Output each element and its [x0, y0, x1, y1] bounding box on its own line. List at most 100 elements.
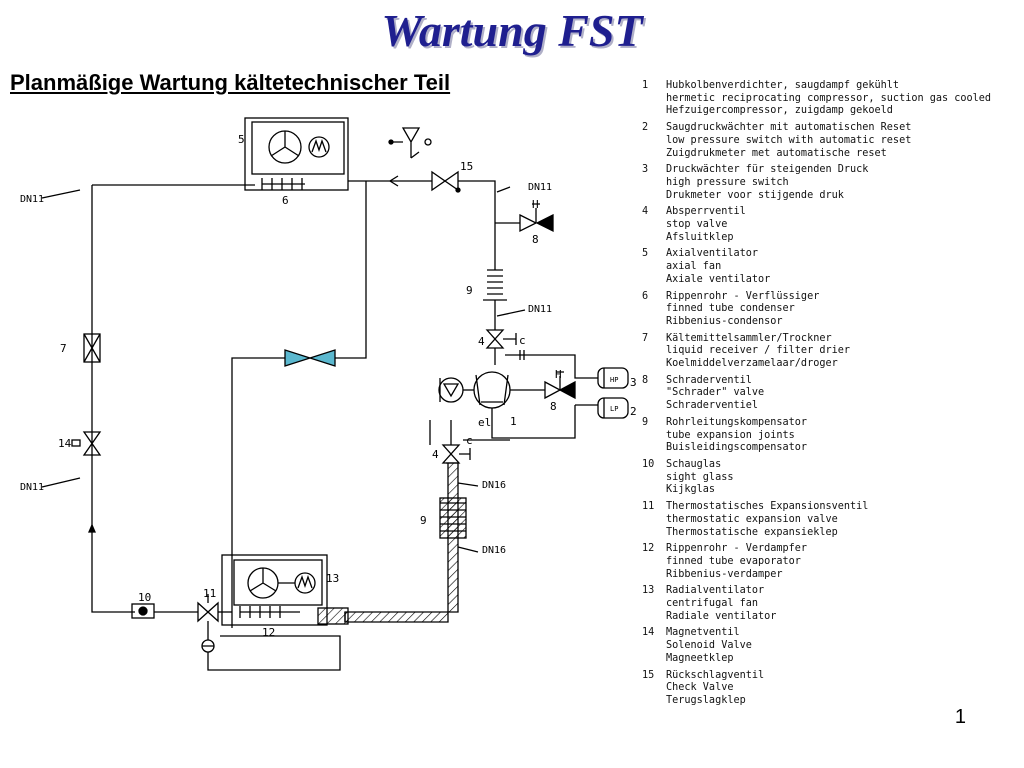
legend-line: Afsluitklep: [666, 231, 734, 243]
legend-line: finned tube condenser: [666, 303, 795, 315]
legend-line: Thermostatisches Expansionsventil: [666, 501, 869, 513]
legend-line: Hefzuigercompressor, zuigdamp gekoeld: [666, 105, 893, 117]
ref-h-top: H: [532, 198, 539, 211]
axial-fan-box: [251, 121, 345, 175]
legend-line: Koelmiddelverzamelaar/droger: [666, 358, 838, 370]
legend-line: Zuigdrukmeter met automatische reset: [666, 147, 887, 159]
ref-el: el: [478, 416, 491, 429]
stop-valve-icon-2: [441, 444, 471, 464]
legend-item-number: 9: [642, 416, 649, 428]
ref-15: 15: [460, 160, 473, 173]
legend-line: "Schrader" valve: [666, 387, 765, 399]
legend-item-number: 12: [642, 543, 655, 555]
ref-11: 11: [203, 587, 216, 600]
legend-line: Radialventilator: [666, 585, 765, 597]
legend-line: high pressure switch: [666, 176, 789, 188]
ref-4-bottom: 4: [432, 448, 439, 461]
legend-line: axial fan: [666, 261, 722, 273]
liquid-line-left: [91, 185, 135, 613]
expansion-valve-icon: [284, 349, 336, 367]
safety-valve-icon: [393, 127, 421, 159]
ref-10: 10: [138, 591, 151, 604]
ref-c-top: c: [519, 334, 526, 347]
legend-line: hermetic reciprocating compressor, sucti…: [666, 92, 992, 104]
legend-item-number: 1: [642, 80, 649, 91]
pipe-label-dn11-3: DN11: [528, 182, 552, 193]
legend-line: Rippenrohr - Verflüssiger: [666, 290, 820, 302]
legend-line: low pressure switch with automatic reset: [666, 134, 912, 146]
ref-3: 3: [630, 376, 637, 389]
sight-glass-icon: [131, 603, 155, 619]
pipe-label-dn11-4: DN11: [528, 304, 552, 315]
ref-8-mid: 8: [550, 400, 557, 413]
legend-line: centrifugal fan: [666, 598, 759, 610]
pressure-switch-hp: [597, 367, 629, 389]
legend-item-number: 6: [642, 290, 649, 302]
legend-line: Hubkolbenverdichter, saugdampf gekühlt: [666, 80, 900, 91]
legend-item-number: 3: [642, 164, 649, 176]
legend-item-number: 15: [642, 669, 655, 681]
pipe-label-dn16-2: DN16: [482, 545, 506, 556]
gauge-label-lp: LP: [610, 405, 618, 413]
solenoid-valve-icon: [82, 431, 102, 456]
ref-1: 1: [510, 415, 517, 428]
legend-item-number: 7: [642, 332, 649, 344]
legend-item-number: 5: [642, 248, 649, 260]
ref-h-mid: H: [555, 368, 562, 381]
legend-item-number: 13: [642, 585, 655, 597]
compressor-icon: [438, 371, 511, 409]
ref-6: 6: [282, 194, 289, 207]
legend-line: Magnetventil: [666, 627, 740, 639]
centrifugal-fan-icon: [247, 567, 316, 599]
legend-item-number: 11: [642, 501, 655, 513]
legend-line: liquid receiver / filter drier: [666, 345, 851, 357]
ref-9-bottom: 9: [420, 514, 427, 527]
legend-line: Magneetklep: [666, 652, 734, 664]
axial-fan-icon: [268, 130, 330, 164]
thermostatic-expansion-valve-icon: [197, 594, 232, 671]
legend-line: Rückschlagventil: [666, 669, 765, 681]
legend-line: Kijkglas: [666, 484, 716, 496]
legend-item-number: 8: [642, 374, 649, 386]
ref-5: 5: [238, 133, 245, 146]
receiver-drier-icon: [83, 333, 101, 363]
evaporator-box: [221, 554, 328, 626]
legend-line: Drukmeter voor stijgende druk: [666, 189, 844, 201]
legend-line: Druckwächter für steigenden Druck: [666, 164, 869, 176]
ref-14: 14: [58, 437, 72, 450]
ref-2: 2: [630, 405, 637, 418]
legend-line: thermostatic expansion valve: [666, 513, 838, 525]
legend-line: Schraderventiel: [666, 400, 759, 412]
legend-line: Saugdruckwächter mit automatischen Reset: [666, 122, 912, 134]
pressure-switch-lp: [597, 397, 629, 419]
ref-13: 13: [326, 572, 339, 585]
legend-line: Terugslagklep: [666, 694, 746, 706]
legend-line: Thermostatische expansieklep: [666, 526, 838, 538]
legend-item-number: 2: [642, 122, 649, 134]
legend-line: Ribbenius-verdamper: [666, 568, 783, 580]
page-subtitle: Planmäßige Wartung kältetechnischer Teil: [10, 70, 451, 95]
legend-line: Rohrleitungskompensator: [666, 416, 808, 428]
expansion-joint-icon: [483, 269, 507, 301]
legend-item-number: 4: [642, 206, 649, 218]
